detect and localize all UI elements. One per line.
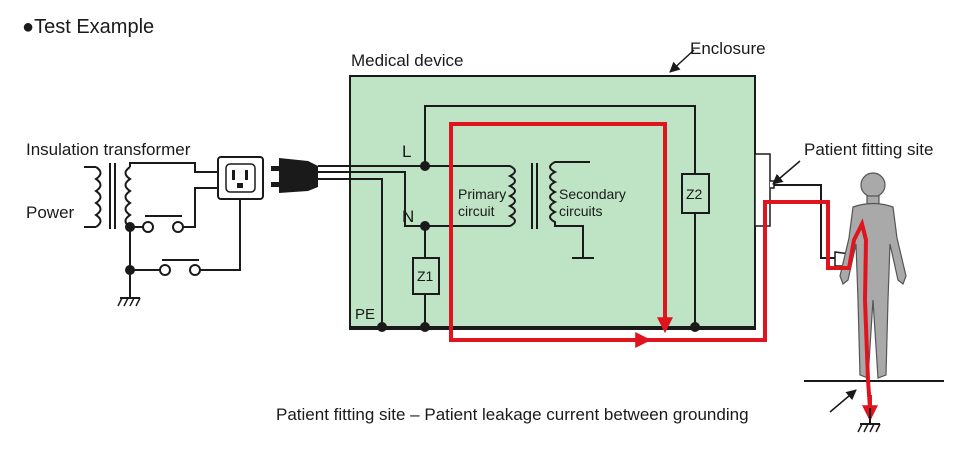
secondary-circuits-label-2: circuits xyxy=(559,203,603,219)
transformer-icon xyxy=(84,163,132,229)
leakage-path-internal xyxy=(449,122,667,342)
switch-icon xyxy=(130,187,218,233)
caption-text: Patient fitting site – Patient leakage c… xyxy=(276,405,749,424)
primary-circuit-label-1: Primary xyxy=(458,186,506,202)
ground-icon xyxy=(117,270,141,307)
plug-icon xyxy=(271,158,318,193)
z2-label: Z2 xyxy=(686,186,703,202)
z1-impedance-box xyxy=(412,257,440,295)
l-to-z2-wire xyxy=(424,105,696,174)
pe-node-dot xyxy=(377,322,387,332)
pe-node-dot xyxy=(690,322,700,332)
patient-fitting-site-pointer xyxy=(772,160,801,185)
leakage-path-external xyxy=(640,200,872,409)
l-node-dot xyxy=(420,161,430,171)
power-label: Power xyxy=(26,203,75,222)
transformer-icon xyxy=(500,161,594,259)
z2-impedance-box xyxy=(681,173,710,214)
medical-device-label: Medical device xyxy=(351,51,463,70)
earth-cord xyxy=(318,178,383,327)
line-terminal-label: L xyxy=(402,142,411,161)
applied-part-connector xyxy=(754,153,771,227)
switch-icon xyxy=(130,200,241,276)
neutral-terminal-label: N xyxy=(402,207,414,226)
enclosure-pointer xyxy=(669,49,695,73)
human-body-icon xyxy=(839,172,907,379)
caption-pointer xyxy=(829,389,857,413)
ground-icon xyxy=(857,408,881,433)
pe-node-dot xyxy=(420,322,430,332)
secondary-top-wire xyxy=(129,162,218,173)
page-title: ●Test Example xyxy=(22,16,154,38)
enclosure-label: Enclosure xyxy=(690,39,766,58)
insulation-transformer-label: Insulation transformer xyxy=(26,140,191,159)
pe-terminal-label: PE xyxy=(355,306,375,323)
n-node-dot xyxy=(420,221,430,231)
neutral-cord xyxy=(318,171,425,227)
z1-label: Z1 xyxy=(417,268,434,284)
outlet-icon xyxy=(217,156,264,200)
patient-lead-wire xyxy=(774,184,835,259)
secondary-circuits-label-1: Secondary xyxy=(559,186,626,202)
primary-circuit-label-2: circuit xyxy=(458,203,495,219)
patient-fitting-site-label: Patient fitting site xyxy=(804,140,933,159)
